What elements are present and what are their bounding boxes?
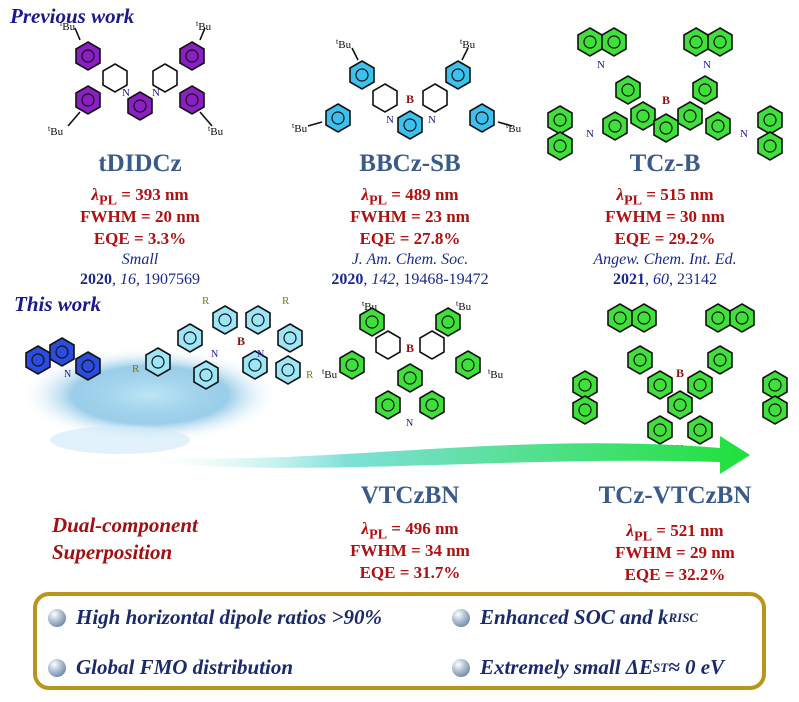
n-atom-label: N xyxy=(211,349,218,360)
tbu-text: Bu xyxy=(458,301,471,313)
tbu-sup: t xyxy=(322,367,325,376)
compound-name-tcz-b: TCz-B xyxy=(629,150,701,177)
reference-tcz-b: Angew. Chem. Int. Ed.2021, 60, 23142 xyxy=(593,251,737,288)
dual-component-illustration: N B N N R R R R xyxy=(20,295,314,454)
tbu-text: Bu xyxy=(338,39,351,51)
tcz-vtczbn-structure: B N xyxy=(572,303,788,455)
r-label: R xyxy=(132,363,140,375)
n-atom-label: N xyxy=(122,87,130,99)
tbu-text: Bu xyxy=(490,369,503,381)
n-atom-label: N xyxy=(428,114,436,126)
svg-text:tBu: tBu xyxy=(292,121,308,135)
tbu-sup: t xyxy=(48,124,51,133)
fwhm-tcz-b: FWHM = 30 nm xyxy=(605,207,725,226)
eqe-bbcz-sb: EQE = 27.8% xyxy=(359,229,461,248)
r-label: R xyxy=(202,295,210,307)
eqe-tcz-b: EQE = 29.2% xyxy=(614,229,716,248)
eqe-vtczbn: EQE = 31.7% xyxy=(359,563,461,582)
r-label: R xyxy=(282,295,290,307)
svg-text:tBu: tBu xyxy=(208,124,224,138)
lambda-tcz-b: λPL = 515 nm xyxy=(616,185,714,209)
tdidcz-structure: N N xyxy=(67,27,213,127)
progress-arrow xyxy=(130,436,750,474)
svg-text:tBu: tBu xyxy=(196,19,212,33)
tbu-text: Bu xyxy=(198,21,211,33)
b-atom-label: B xyxy=(406,92,414,106)
sphere-bullet-icon xyxy=(48,658,66,677)
compound-name-tdidcz: tDIDCz xyxy=(98,150,182,177)
tbu-sup: t xyxy=(362,299,365,308)
svg-text:tBu: tBu xyxy=(336,37,352,51)
tbu-sup: t xyxy=(456,299,459,308)
eqe-tcz-vtczbn: EQE = 32.2% xyxy=(624,565,726,584)
sphere-bullet-icon xyxy=(452,658,470,677)
svg-text:tBu: tBu xyxy=(322,367,338,381)
b-atom-label: B xyxy=(406,341,414,355)
tbu-sup: t xyxy=(292,121,295,130)
r-label: R xyxy=(306,369,314,381)
compound-name-vtczbn: VTCzBN xyxy=(360,482,460,509)
svg-text:tBu: tBu xyxy=(60,19,76,33)
tbu-sup: t xyxy=(488,367,491,376)
tbu-sup: t xyxy=(336,37,339,46)
fwhm-tcz-vtczbn: FWHM = 29 nm xyxy=(615,543,735,562)
n-atom-label: N xyxy=(406,418,413,429)
svg-text:tBu: tBu xyxy=(488,367,504,381)
n-atom-label: N xyxy=(386,114,394,126)
bbcz-sb-structure: B N N xyxy=(307,47,513,140)
svg-text:tBu: tBu xyxy=(456,299,472,313)
sphere-bullet-icon xyxy=(452,608,470,627)
tbu-text: Bu xyxy=(50,126,63,138)
sphere-bullet-icon xyxy=(48,608,66,627)
reference-bbcz-sb: J. Am. Chem. Soc.2020, 142, 19468-19472 xyxy=(331,251,489,288)
fwhm-bbcz-sb: FWHM = 23 nm xyxy=(350,207,470,226)
n-atom-label: N xyxy=(597,59,605,71)
molecule-structures: N N B N N B N N N N tBu tBu tBu tBu xyxy=(20,19,788,474)
n-atom-label: N xyxy=(703,59,711,71)
tbu-text: Bu xyxy=(294,123,307,135)
this-work-title: This work xyxy=(14,292,101,316)
compound-name-bbcz-sb: BBCz-SB xyxy=(359,150,461,177)
tbu-sup: t xyxy=(60,19,63,28)
svg-text:tBu: tBu xyxy=(48,124,64,138)
tbu-text: Bu xyxy=(210,126,223,138)
n-atom-label: N xyxy=(740,128,748,140)
features-box xyxy=(33,592,766,690)
lambda-tdidcz: λPL = 393 nm xyxy=(91,185,189,209)
tbu-text: Bu xyxy=(324,369,337,381)
tbu-sup: t xyxy=(506,121,509,130)
tcz-b-structure: B N N N N xyxy=(547,27,783,161)
lambda-bbcz-sb: λPL = 489 nm xyxy=(361,185,459,209)
fwhm-vtczbn: FWHM = 34 nm xyxy=(350,541,470,560)
svg-text:tBu: tBu xyxy=(460,37,476,51)
tbu-text: Bu xyxy=(62,21,75,33)
fwhm-tdidcz: FWHM = 20 nm xyxy=(80,207,200,226)
b-atom-label: B xyxy=(676,366,684,380)
vtczbn-structure: B N xyxy=(339,307,481,429)
lambda-vtczbn: λPL = 496 nm xyxy=(361,519,459,543)
tbu-text: Bu xyxy=(462,39,475,51)
b-atom-label: B xyxy=(662,93,670,107)
n-atom-label: N xyxy=(64,369,71,380)
eqe-tdidcz: EQE = 3.3% xyxy=(93,229,187,248)
tbu-text: Bu xyxy=(508,123,521,135)
svg-text:tBu: tBu xyxy=(506,121,522,135)
n-atom-label: N xyxy=(257,349,264,360)
compound-name-tcz-vtczbn: TCz-VTCzBN xyxy=(598,482,752,509)
tbu-sup: t xyxy=(208,124,211,133)
feature-fmo: Global FMO distribution xyxy=(48,655,293,680)
n-atom-label: N xyxy=(152,87,160,99)
b-atom-label: B xyxy=(237,334,245,348)
n-atom-label: N xyxy=(586,128,594,140)
tbu-sup: t xyxy=(460,37,463,46)
tbu-labels: tBu tBu tBu tBu tBu tBu tBu tBu tBu tBu … xyxy=(48,19,522,381)
feature-dipole: High horizontal dipole ratios >90% xyxy=(48,605,382,630)
tbu-sup: t xyxy=(196,19,199,28)
lambda-tcz-vtczbn: λPL = 521 nm xyxy=(626,521,724,545)
previous-work-title: Previous work xyxy=(10,4,135,28)
